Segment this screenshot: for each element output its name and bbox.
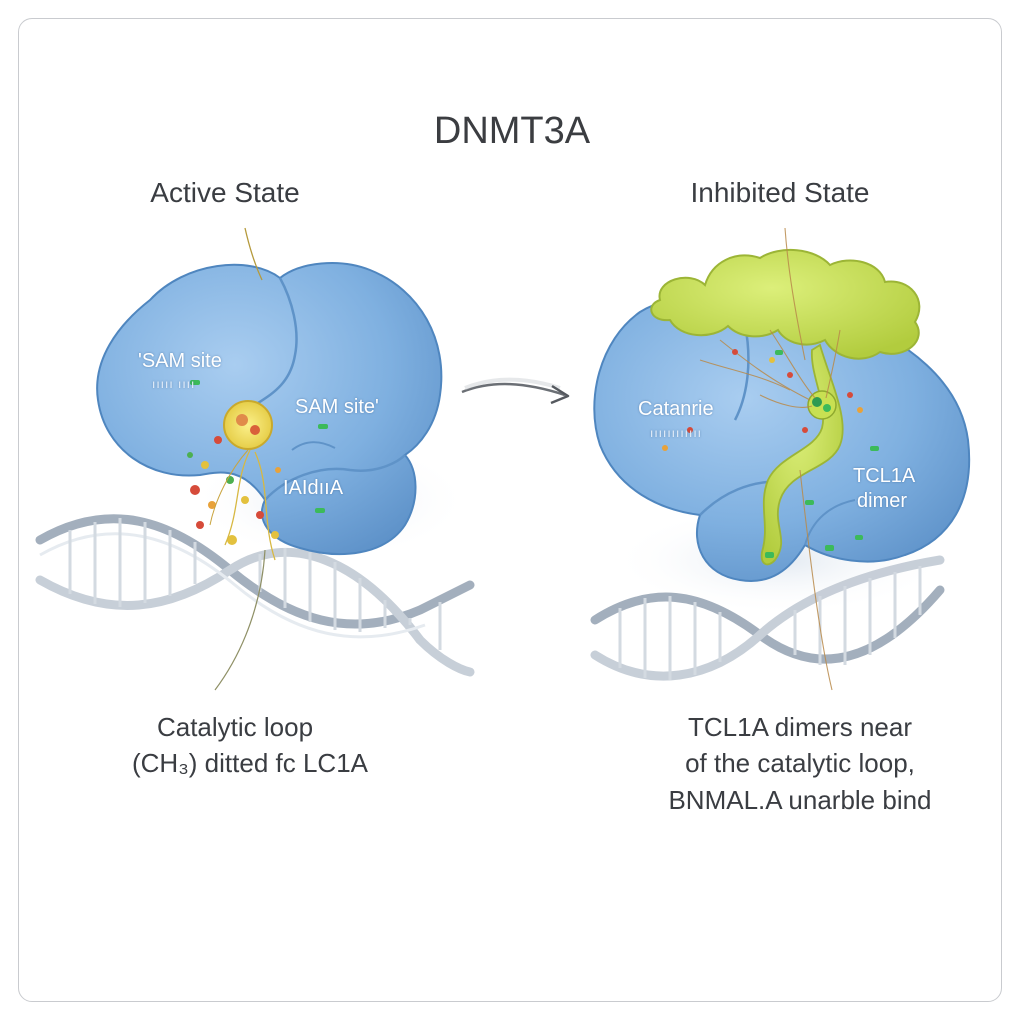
catalytic-label: Catanrie <box>638 398 714 420</box>
inhibited-caption-line3: BNMAL.A unarble bind <box>668 785 932 815</box>
dna-helix-icon <box>590 555 945 681</box>
sam-ligand <box>223 400 273 450</box>
diagram-title: DNMT3A <box>433 110 591 152</box>
transition-arrow-icon <box>461 377 570 405</box>
methyl-group-icon <box>187 380 328 561</box>
dna-helix-icon <box>35 514 475 677</box>
sam-site-sublabel: ııııı ıııı <box>152 377 196 391</box>
interaction-filaments <box>699 227 841 691</box>
inhibited-caption-line2: of the catalytic loop, <box>685 748 915 778</box>
catalytic-sublabel: ıııııııııııı <box>650 426 703 440</box>
methyl-group-icon <box>662 349 879 558</box>
sam-site-label-1: 'SAM site <box>138 350 222 372</box>
inhibited-state-diagram <box>590 227 971 691</box>
sam-site-label-2: SAM site' <box>295 396 379 418</box>
active-state-diagram <box>35 227 475 691</box>
active-caption-line1: Catalytic loop <box>156 712 314 742</box>
dimer-label: dimer <box>857 490 908 512</box>
dnmt3a-protein-active <box>96 262 443 556</box>
inhibited-caption-line1: TCL1A dimers near <box>688 712 912 742</box>
active-caption-line2: (CH₃) ditted fc LC1A <box>132 748 368 778</box>
domain-label: IAIdııA <box>283 477 344 499</box>
tcl1a-label: TCL1A <box>853 465 916 487</box>
inhibited-state-heading: Inhibited State <box>690 177 870 208</box>
tcl1a-dimer <box>650 248 921 360</box>
active-state-heading: Active State <box>150 177 300 208</box>
